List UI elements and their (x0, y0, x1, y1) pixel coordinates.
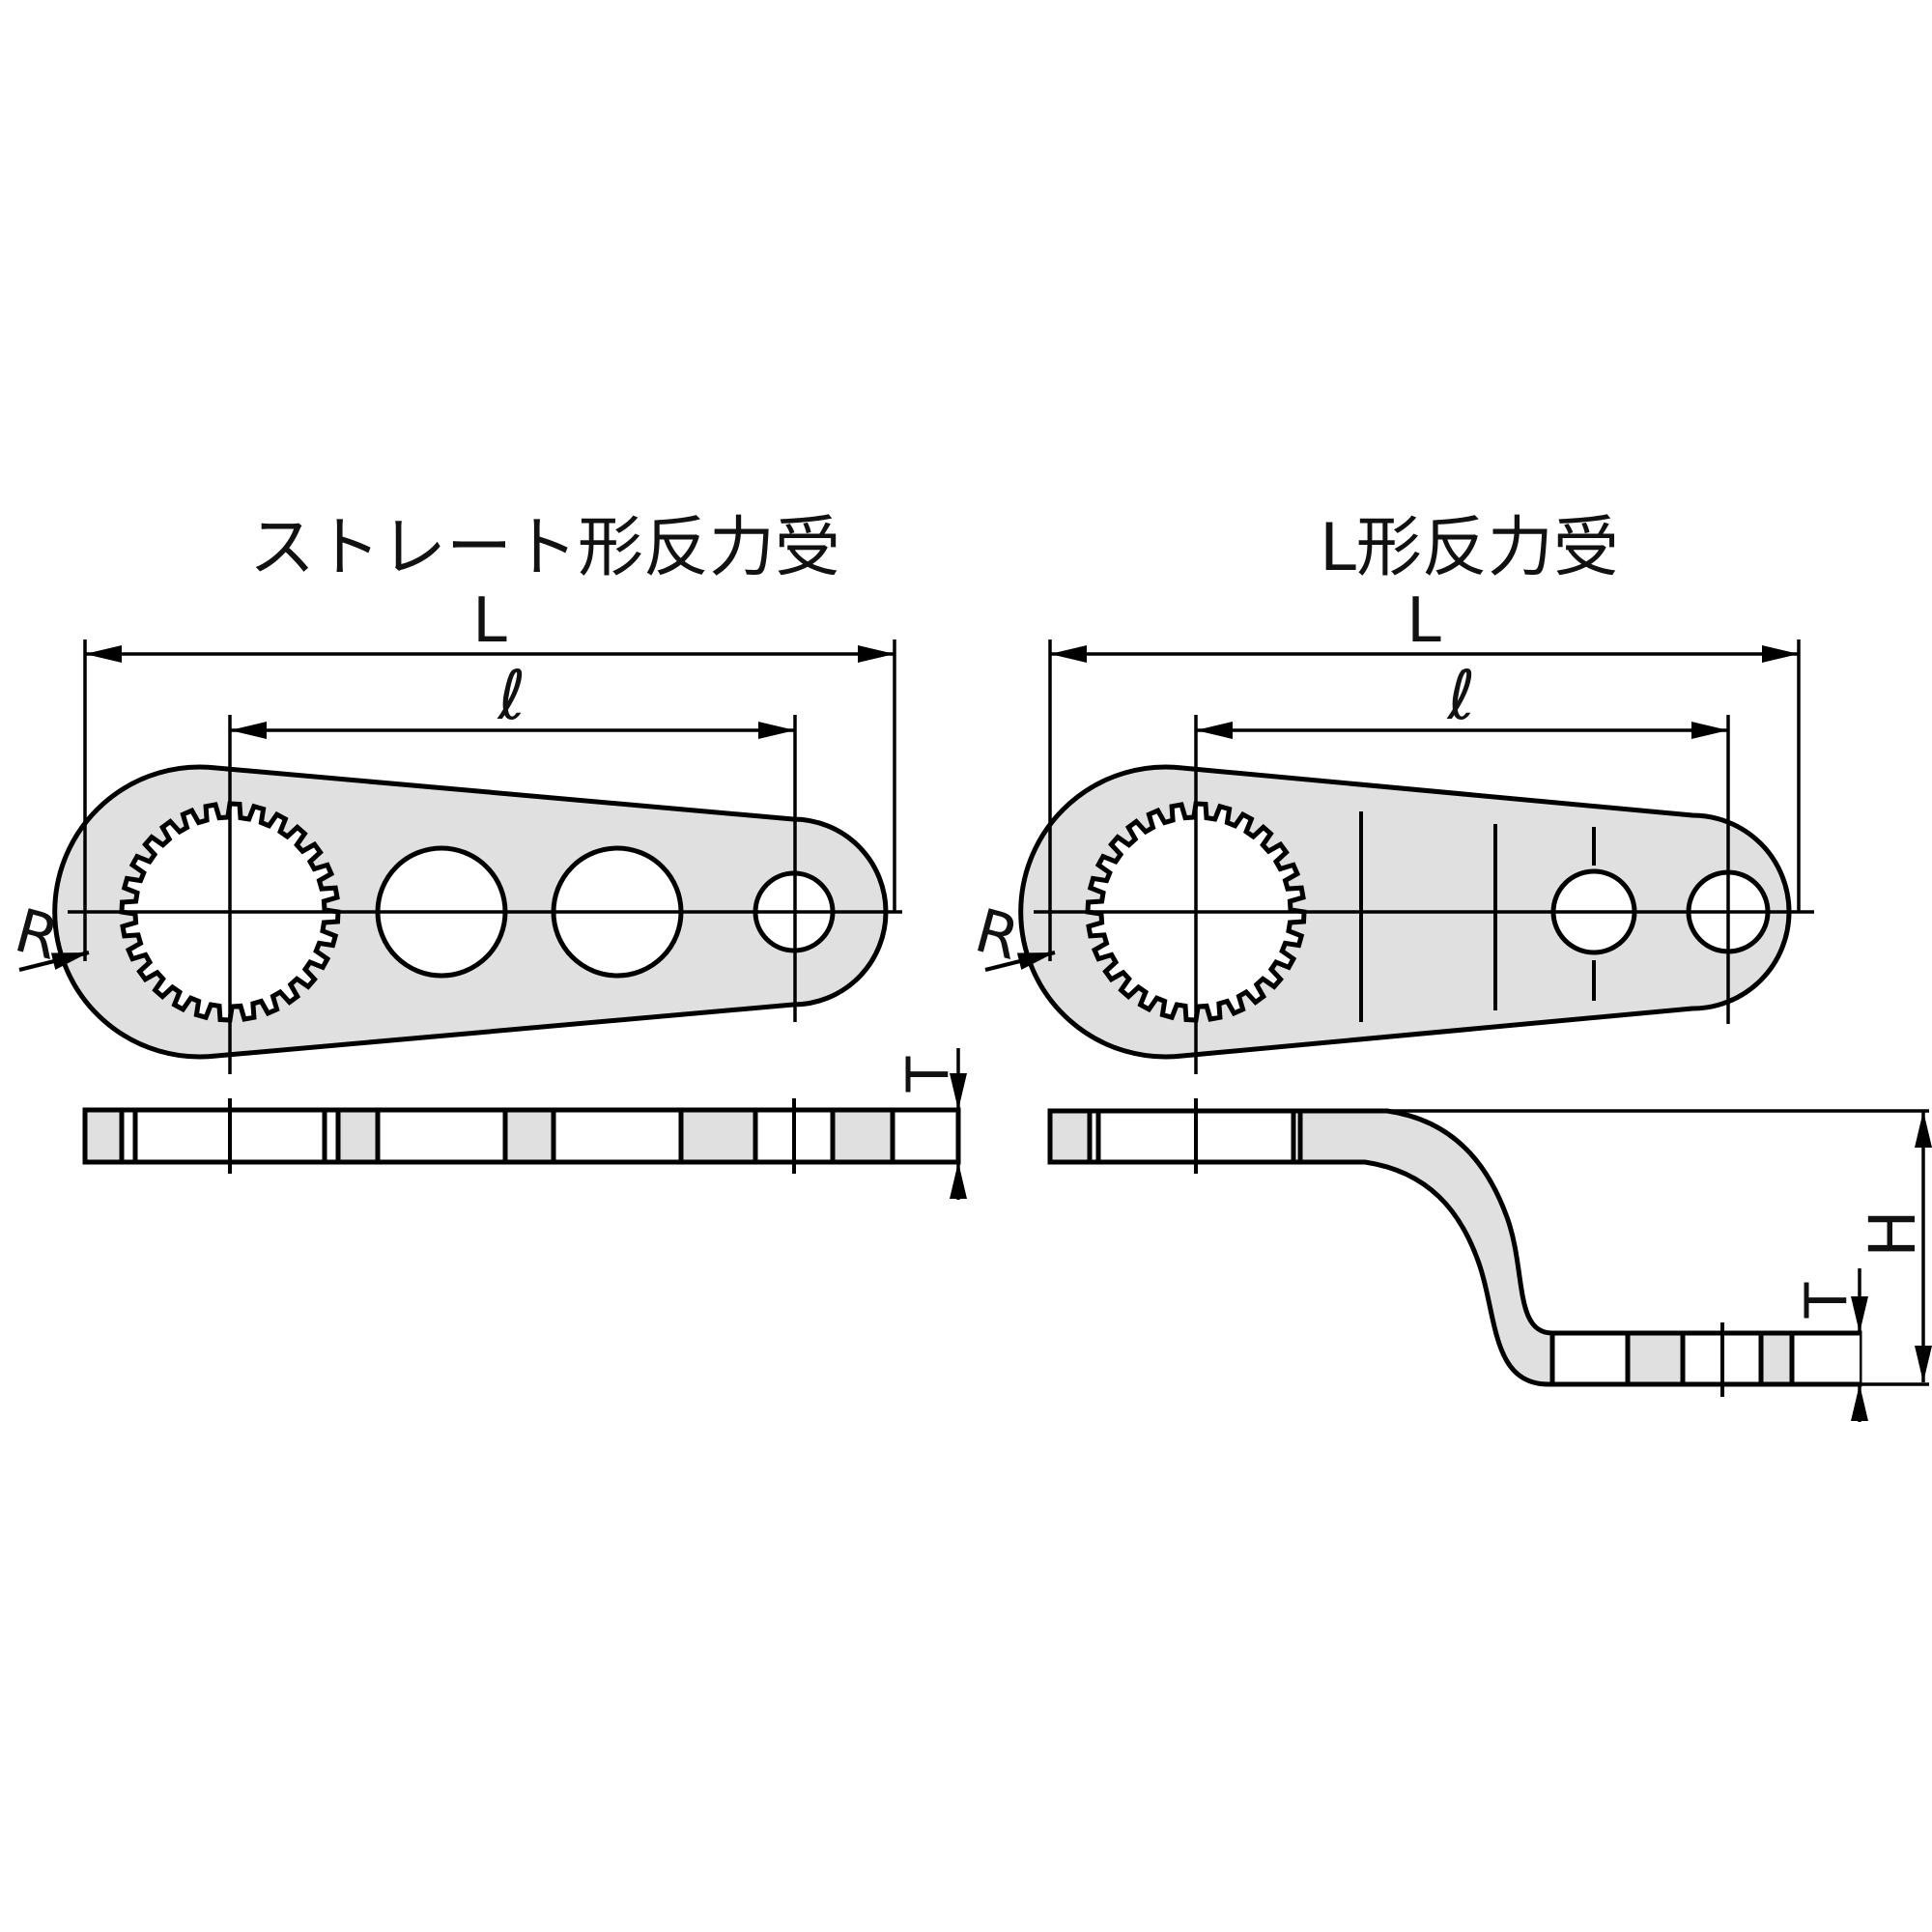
material-segment (505, 1110, 554, 1162)
diagram-title: L形反力受 (1320, 510, 1619, 586)
dim-label-height: H (1856, 1209, 1930, 1258)
arrowhead (85, 645, 122, 663)
section-boundary-lines (1087, 1111, 1795, 1384)
ltype-bend-lines (1359, 811, 1596, 1022)
side-view-center-ticks (228, 1098, 796, 1174)
arrowhead (1016, 952, 1055, 970)
straight-side-view (82, 1048, 961, 1200)
ltype-side-view (1047, 1098, 1929, 1422)
arrowhead (1691, 722, 1728, 739)
arrowhead (1762, 645, 1799, 663)
dim-label-thickness: T (1793, 1282, 1861, 1319)
ltype-labels: L形反力受 L ℓ R T H (968, 510, 1930, 1319)
arrowhead (1196, 722, 1233, 739)
material-segment (681, 1110, 755, 1162)
arrowhead (1050, 645, 1087, 663)
drawing-root: ストレート形反力受 L ℓ R T (8, 510, 1932, 1422)
dim-label-hole-span: ℓ (497, 656, 526, 735)
arrowhead (858, 645, 895, 663)
arrowhead (50, 952, 89, 970)
arrowhead (230, 722, 267, 739)
straight-type-diagram: ストレート形反力受 L ℓ R T (8, 510, 967, 1200)
section-boundary-lines (119, 1110, 895, 1162)
material-segment (85, 1110, 122, 1162)
l-type-diagram: L形反力受 L ℓ R T H (968, 510, 1932, 1422)
dim-label-thickness: T (895, 1056, 962, 1093)
straight-labels: ストレート形反力受 L ℓ R T (8, 510, 962, 1093)
dim-label-overall-length: L (1406, 585, 1441, 657)
dim-label-overall-length: L (472, 585, 507, 657)
hole-segment (1552, 1335, 1628, 1382)
side-view-center-ticks (1194, 1098, 1724, 1397)
hole-segment (1792, 1335, 1860, 1382)
diagram-title: ストレート形反力受 (249, 510, 840, 586)
dim-label-hole-span: ℓ (1447, 656, 1476, 735)
material-segment (338, 1110, 378, 1162)
arrowhead (758, 722, 795, 739)
material-segment (833, 1110, 893, 1162)
side-bar-outline (82, 1107, 961, 1165)
ltype-dimensioning (984, 639, 1814, 1074)
height-extension-lines (1387, 1109, 1929, 1386)
side-bar-material-segments (85, 1110, 893, 1162)
